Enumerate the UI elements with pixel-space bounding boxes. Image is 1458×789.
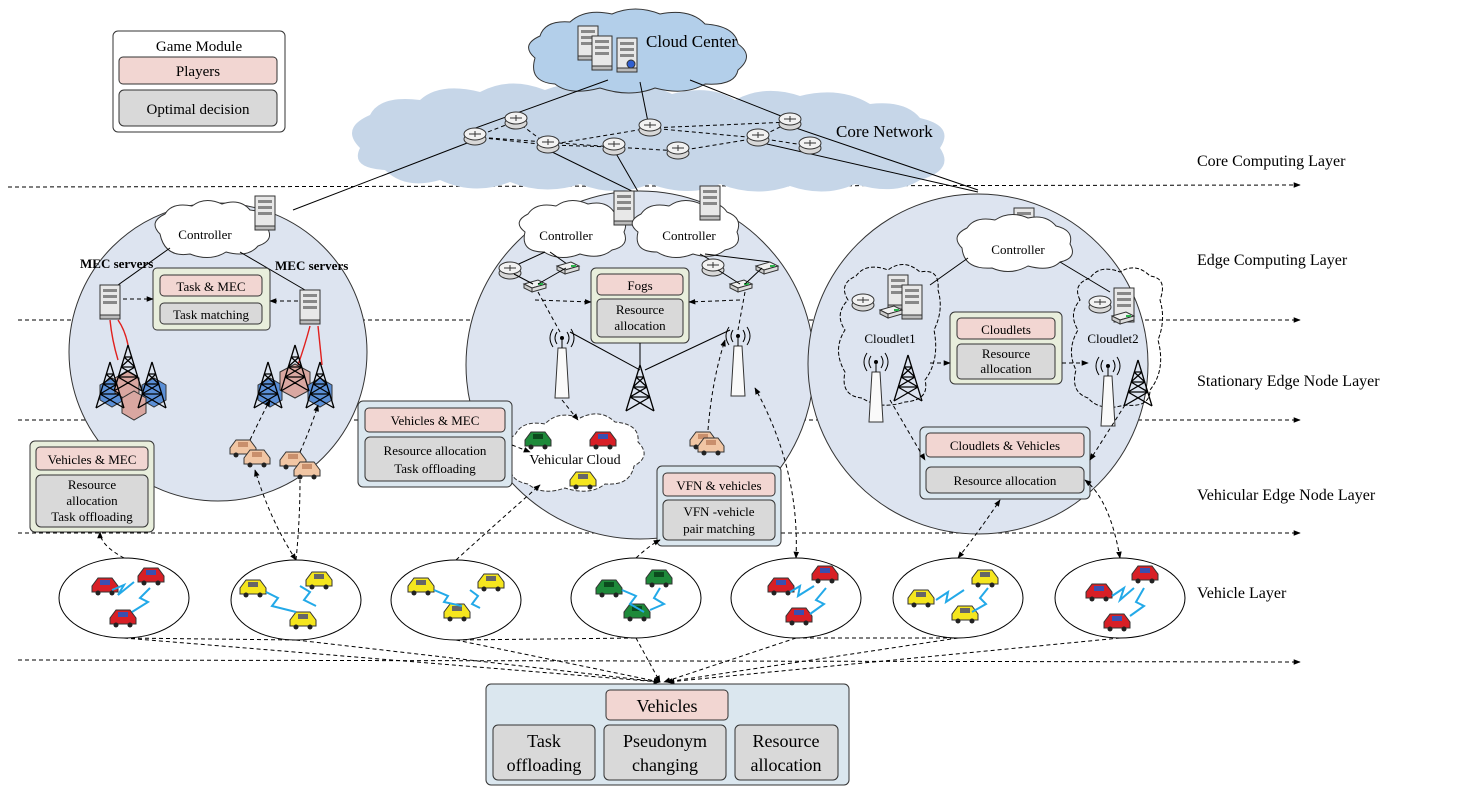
- layer-label-edge: Edge Computing Layer: [1197, 252, 1348, 269]
- cloudlets-vehicles-line1: Resource allocation: [954, 473, 1057, 488]
- layer-label-vehicle: Vehicle Layer: [1197, 585, 1287, 602]
- task-matching-label: Task matching: [173, 307, 249, 322]
- legend-players: Players: [176, 64, 220, 80]
- vehicles-mec-mid-line1: Resource allocation: [384, 443, 487, 458]
- vehicles-mec-left-panel: Vehicles & MEC Resource allocation Task …: [29, 440, 155, 533]
- vfn-line2: pair matching: [683, 521, 755, 536]
- task-offloading-line1: Task: [527, 731, 561, 751]
- vfn-title: VFN & vehicles: [676, 478, 761, 493]
- task-offloading-line2: offloading: [507, 755, 582, 775]
- resource-allocation-line2: allocation: [751, 755, 822, 775]
- vehicles-mec-left-line2: allocation: [66, 493, 118, 508]
- game-module-legend: Game Module Players Optimal decision: [112, 30, 286, 133]
- cloudlets-resource-line2: allocation: [980, 361, 1032, 376]
- vehicle-uplinks: [97, 387, 1122, 561]
- cloudlet1-label: Cloudlet1: [864, 331, 915, 346]
- mec-domain: Controller MEC servers MEC servers Task …: [80, 195, 348, 480]
- vehicles-mec-mid-line2: Task offloading: [394, 461, 476, 476]
- task-mec-label: Task & MEC: [176, 279, 245, 294]
- vehicles-mec-left-line3: Task offloading: [51, 509, 133, 524]
- vehicles-game-box: Vehicles Task offloading Pseudonym chang…: [485, 683, 850, 786]
- fogs-label: Fogs: [627, 278, 652, 293]
- core-network-label: Core Network: [836, 122, 933, 141]
- cloud-center-label: Cloud Center: [646, 32, 737, 51]
- mec-controller-label: Controller: [178, 227, 232, 242]
- vehicles-mec-mid-title: Vehicles & MEC: [391, 413, 480, 428]
- mec-servers-left-label: MEC servers: [80, 256, 153, 271]
- mec-servers-right-label: MEC servers: [275, 258, 348, 273]
- cloudlet2-label: Cloudlet2: [1087, 331, 1138, 346]
- cloudlets-vehicles-title: Cloudlets & Vehicles: [950, 438, 1060, 453]
- fog-resource-line2: allocation: [614, 318, 666, 333]
- vfn-line1: VFN -vehicle: [683, 504, 754, 519]
- resource-allocation-line1: Resource: [753, 731, 820, 751]
- fog-controller-right-label: Controller: [662, 228, 716, 243]
- vehicle-groups: [58, 557, 1186, 641]
- vehicles-mec-mid-panel: Vehicles & MEC Resource allocation Task …: [357, 400, 531, 488]
- fog-controller-left-label: Controller: [539, 228, 593, 243]
- layer-label-stationary: Stationary Edge Node Layer: [1197, 373, 1380, 390]
- pseudonym-changing-line2: changing: [632, 755, 698, 775]
- layer-label-vehicular: Vehicular Edge Node Layer: [1197, 487, 1376, 504]
- pseudonym-changing-line1: Pseudonym: [623, 731, 707, 751]
- layer-label-core: Core Computing Layer: [1197, 153, 1346, 170]
- cloudlet-domain: Controller Cloudlet1 Cloudlet2 Cloudlets…: [838, 207, 1164, 500]
- cloudlet-controller-label: Controller: [991, 242, 1045, 257]
- fog-domain: Controller Controller Fogs Resource allo…: [498, 185, 779, 492]
- cloudlets-resource-line1: Resource: [982, 346, 1031, 361]
- cloud-center: Cloud Center: [528, 8, 747, 94]
- vehicles-mec-left-line1: Resource: [68, 477, 117, 492]
- core-links: [292, 79, 979, 211]
- vehicular-cloud-label: Vehicular Cloud: [529, 453, 620, 468]
- vehicles-game-title: Vehicles: [637, 696, 698, 716]
- fog-resource-line1: Resource: [616, 302, 665, 317]
- cloudlets-label: Cloudlets: [981, 322, 1031, 337]
- core-network-cloud: Core Network: [352, 83, 945, 192]
- legend-title: Game Module: [156, 39, 243, 55]
- vehicles-mec-left-title: Vehicles & MEC: [48, 452, 137, 467]
- vehicle-downlinks: [123, 637, 1121, 685]
- vfn-panel: VFN & vehicles VFN -vehicle pair matchin…: [656, 465, 782, 547]
- legend-optimal-decision: Optimal decision: [147, 102, 250, 118]
